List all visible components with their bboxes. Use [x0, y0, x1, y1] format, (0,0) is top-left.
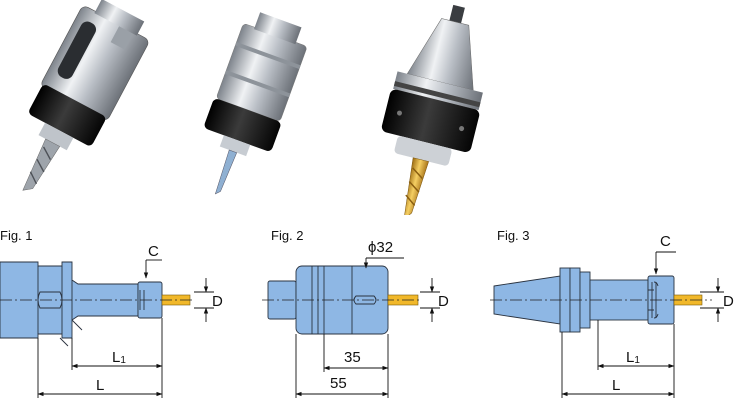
product-photos [22, 0, 483, 215]
fig-1-drawing: C D L1 L [0, 243, 223, 398]
fig-3-drawing: C D L1 L [490, 233, 734, 398]
fig-1-d-label: D [212, 293, 223, 310]
fig-2-dim1-label: 35 [344, 349, 361, 366]
fig-1-c-label: C [148, 243, 159, 260]
photo-holder-3 [381, 4, 483, 215]
fig-1-l1-label: L1 [112, 349, 126, 366]
fig-3-l-label: L [612, 377, 620, 394]
fig-3-d-label: D [723, 293, 734, 310]
fig-3-c-label: C [660, 233, 671, 250]
photo-holder-1 [22, 0, 149, 191]
fig-1-l-label: L [96, 377, 104, 394]
fig-2-drawing: ϕ32 D 35 55 [262, 239, 449, 398]
fig-3-label: Fig. 3 [497, 228, 530, 243]
fig-2-dim2-label: 55 [330, 375, 347, 392]
fig-2-phi-label: ϕ32 [368, 239, 393, 256]
fig-2-label: Fig. 2 [271, 228, 304, 243]
fig-1-label: Fig. 1 [0, 228, 33, 243]
fig-2-d-label: D [438, 293, 449, 310]
fig-3-l1-label: L1 [626, 349, 640, 366]
photo-holder-2 [204, 12, 307, 195]
